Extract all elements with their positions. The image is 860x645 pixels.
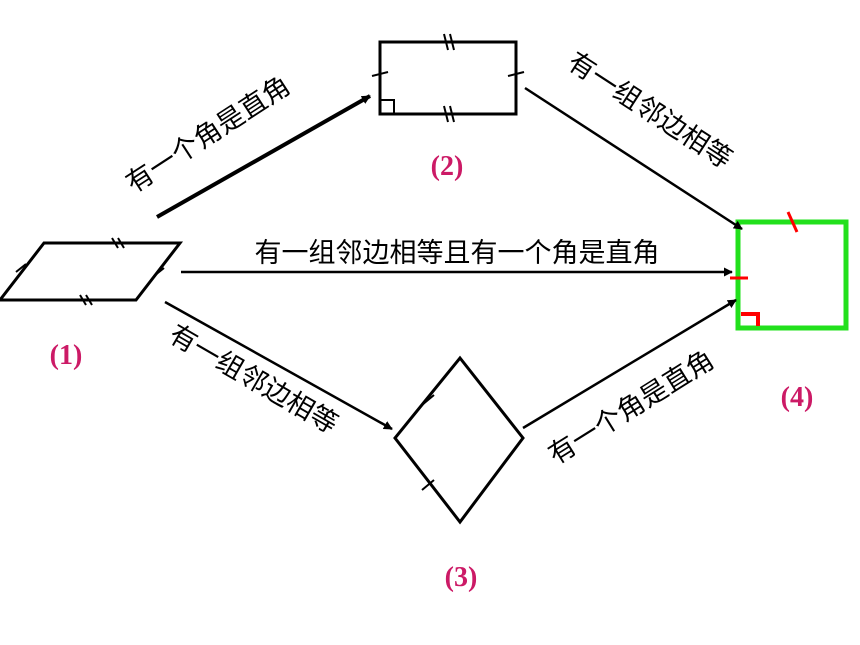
parallelogram-figure — [0, 237, 184, 306]
rectangle-figure — [371, 33, 525, 123]
parallelogram-shape — [0, 241, 184, 302]
rectangle-tick-right — [507, 71, 525, 77]
label-parallelogram-to-square: 有一组邻边相等且有一个角是直角 — [255, 238, 660, 269]
rectangle-label: (2) — [431, 151, 464, 182]
parallelogram-label: (1) — [50, 340, 83, 371]
parallelogram-tick-bottom-b — [85, 294, 93, 306]
parallelogram-tick-bottom-a — [79, 294, 87, 306]
arrow-rhombus-to-square — [522, 298, 737, 430]
rhombus-shape — [393, 355, 525, 525]
rectangle-tick-left — [371, 71, 389, 77]
rectangle-right-angle-mark — [380, 99, 395, 114]
label-parallelogram-to-rhombus: 有一组邻边相等 — [164, 319, 343, 440]
rhombus-tick-upper-left — [421, 394, 435, 406]
square-figure — [730, 211, 849, 331]
rectangle-tick-bottom-a — [443, 105, 449, 123]
rhombus-figure — [393, 355, 525, 525]
label-rectangle-to-square: 有一组邻边相等 — [562, 46, 737, 175]
rectangle-tick-top-a — [443, 33, 449, 51]
parallelogram-tick-right — [153, 267, 165, 277]
arrow-parallelogram-to-rhombus — [164, 300, 393, 431]
arrow-rectangle-to-square — [524, 86, 743, 231]
label-parallelogram-to-rectangle: 有一个角是直角 — [121, 70, 296, 199]
square-right-angle-mark — [741, 312, 760, 326]
parallelogram-tick-left — [15, 263, 27, 273]
rectangle-tick-bottom-b — [449, 105, 455, 123]
parallelogram-tick-top-b — [117, 237, 125, 249]
arrow-parallelogram-to-rectangle — [156, 94, 371, 219]
rhombus-label: (3) — [445, 562, 478, 593]
square-tick-top — [786, 211, 799, 233]
rectangle-shape — [378, 40, 518, 116]
rhombus-tick-lower-left — [421, 479, 435, 491]
rectangle-tick-top-b — [449, 33, 455, 51]
square-label: (4) — [781, 382, 814, 413]
parallelogram-tick-top-a — [111, 237, 119, 249]
